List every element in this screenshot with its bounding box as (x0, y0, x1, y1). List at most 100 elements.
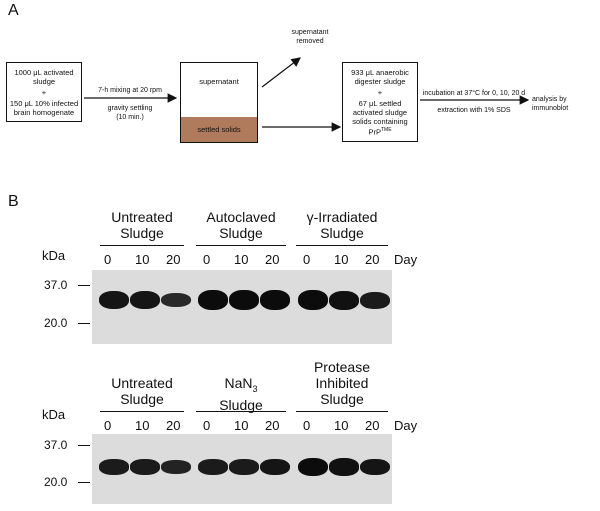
blot1-day-label: Day (394, 252, 418, 267)
step2-extraction-label: extraction with 1% SDS (437, 107, 511, 114)
step2-incubation-label: incubation at 37°C for 0, 10, 20 d (422, 90, 526, 97)
process-arrows (84, 57, 530, 132)
blot2-marker-20-tick (78, 482, 90, 483)
blot1-group3-line1: γ-Irradiated (306, 209, 378, 225)
blot1-group2-underline (196, 245, 286, 246)
blot1-marker-37-tick (78, 285, 90, 286)
arrow-tube-to-removed (261, 57, 301, 88)
blot1-group2-line1: Autoclaved (206, 209, 276, 225)
box2-line4: activated sludge (352, 107, 408, 117)
step1-mixing-label: 7-h mixing at 20 rpm (98, 87, 162, 94)
blot1-band-6 (298, 290, 328, 310)
blot2-day-0: 0 (104, 418, 112, 433)
blot2-band-5 (260, 458, 290, 476)
blot1-group1-line1: Untreated (111, 209, 173, 225)
blot2-day-8: 20 (365, 418, 380, 433)
blot2-group1-line2: Sludge (120, 391, 164, 407)
blot1-day-0: 0 (104, 252, 112, 267)
blot2-group3-underline (296, 411, 388, 412)
blot2-group2-underline (196, 411, 286, 412)
blot1-group1-label: Untreated Sludge (100, 209, 184, 241)
blot1-image (92, 270, 392, 344)
blot2-day-label: Day (394, 418, 418, 433)
immunoblot-result-label: analysis by immunoblot (532, 95, 598, 113)
panel-a-label: A (8, 2, 19, 19)
blot2-group1-line1: Untreated (111, 375, 173, 391)
blot1-group2-label: Autoclaved Sludge (196, 209, 286, 241)
step1-settling-line1: gravity settling (107, 105, 153, 112)
blot2-group2-line1: NaN3 (224, 375, 258, 394)
box1-plus: + (41, 87, 47, 97)
input-mixture-box: 1000 μL activated sludge + 150 μL 10% in… (6, 62, 82, 122)
blot1-group3-line2: Sludge (320, 225, 364, 241)
blot1-day-3: 0 (203, 252, 211, 267)
box2-line3: 67 μL settled (358, 98, 402, 108)
blot1-day-8: 20 (365, 252, 380, 267)
blot1-group1-line2: Sludge (120, 225, 164, 241)
blot2-group3-line1b: Inhibited (315, 375, 369, 391)
settled-solids-label: settled solids (197, 125, 241, 134)
panel-b-label: B (8, 193, 19, 210)
box1-line4: brain homogenate (13, 107, 75, 117)
blot1-band-5 (260, 290, 290, 310)
blot1-group3-label: γ-Irradiated Sludge (294, 209, 390, 241)
blot2-day-1: 10 (135, 418, 150, 433)
box1-line2: sludge (32, 76, 56, 86)
blot2-band-1 (130, 459, 160, 475)
blot2-group3-label: Protease Inhibited Sludge (294, 359, 390, 407)
supernatant-label: supernatant (199, 77, 239, 86)
blot1-day-1: 10 (135, 252, 150, 267)
removed-line2: removed (296, 38, 324, 45)
blot1-marker-20: 20.0 (44, 316, 68, 330)
blot2-marker-20: 20.0 (44, 475, 68, 489)
box1-line1: 1000 μL activated (14, 67, 74, 77)
supernatant-removed-label: supernatant removed (280, 28, 340, 46)
blot2-group2-label: NaN3 Sludge (196, 375, 286, 413)
blot1-day-7: 10 (334, 252, 349, 267)
blot1-band-0 (99, 291, 129, 309)
blot2-marker-37-tick (78, 445, 90, 446)
blot1-band-1 (130, 291, 160, 309)
box2-line2: digester sludge (354, 76, 406, 86)
settling-tube: supernatant settled solids (180, 62, 258, 143)
blot2-group3-line1: Protease (313, 359, 371, 375)
blot2-band-2 (161, 460, 191, 474)
blot2-day-2: 20 (166, 418, 181, 433)
blot1-band-7 (329, 290, 359, 310)
blot1-group2-line2: Sludge (219, 225, 263, 241)
blot2-band-7 (329, 458, 359, 476)
blot1-band-3 (198, 290, 228, 310)
blot2-day-5: 20 (265, 418, 280, 433)
box2-plus: + (377, 87, 383, 97)
blot2-band-6 (298, 458, 328, 476)
box2-line5: solids containing (352, 116, 408, 126)
blot1-day-6: 0 (303, 252, 311, 267)
blot2-day-6: 0 (303, 418, 311, 433)
blot1-band-8 (360, 291, 390, 309)
blot1-kda-label: kDa (42, 248, 66, 263)
blot2-day-7: 10 (334, 418, 349, 433)
step1-settling-label: gravity settling (10 min.) (84, 104, 176, 122)
blot1-marker-37: 37.0 (44, 278, 68, 292)
settled-solids-layer: settled solids (181, 117, 257, 142)
blot1-band-4 (229, 290, 259, 310)
blot2-image (92, 434, 392, 504)
result-line2: immunoblot (532, 105, 569, 112)
removed-line1: supernatant (291, 29, 329, 36)
blot2-band-4 (229, 459, 259, 475)
blot1-day-5: 20 (265, 252, 280, 267)
box2-prp: PrPTME (368, 126, 392, 137)
blot2-kda-label: kDa (42, 407, 66, 422)
blot2-band-3 (198, 459, 228, 475)
blot1-marker-20-tick (78, 323, 90, 324)
box1-line3: 150 μL 10% infected (9, 98, 79, 108)
blot1-day-2: 20 (166, 252, 181, 267)
blot2-group1-label: Untreated Sludge (100, 375, 184, 407)
blot2-marker-37: 37.0 (44, 438, 68, 452)
blot2-group2-line2: Sludge (219, 396, 263, 413)
blot1-group1-underline (100, 245, 184, 246)
blot2-day-4: 10 (234, 418, 249, 433)
blot2-band-0 (99, 459, 129, 475)
